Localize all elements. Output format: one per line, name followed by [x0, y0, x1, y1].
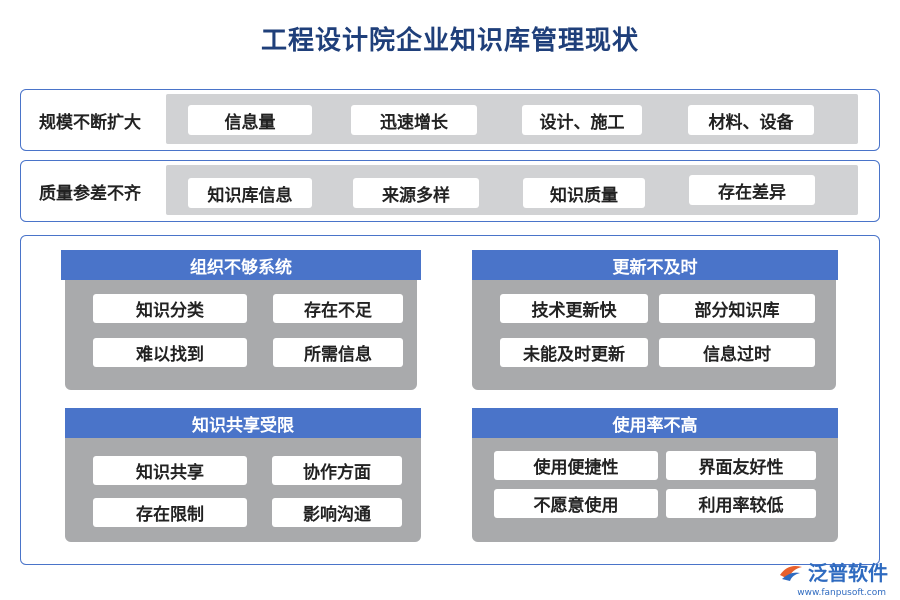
card-item: 界面友好性 [666, 451, 816, 480]
row-quality: 质量参差不齐 知识库信息 来源多样 知识质量 存在差异 [20, 160, 880, 222]
row-item: 来源多样 [353, 178, 479, 208]
row-item: 设计、施工 [522, 105, 642, 135]
brand-name: 泛普软件 [808, 561, 888, 585]
card-item: 利用率较低 [666, 489, 816, 518]
card-item: 知识共享 [93, 456, 247, 485]
card-sharing: 知识共享 协作方面 存在限制 影响沟通 知识共享受限 [65, 408, 421, 544]
card-title: 更新不及时 [472, 250, 838, 280]
card-body: 知识分类 存在不足 难以找到 所需信息 [65, 280, 417, 390]
page-title: 工程设计院企业知识库管理现状 [260, 26, 639, 56]
card-item: 技术更新快 [500, 294, 648, 323]
row-item: 知识质量 [523, 178, 645, 208]
card-item: 影响沟通 [272, 498, 402, 527]
card-item: 不愿意使用 [494, 489, 658, 518]
card-item: 存在不足 [273, 294, 403, 323]
row-items-area: 知识库信息 来源多样 知识质量 存在差异 [166, 165, 858, 215]
row-label: 规模不断扩大 [39, 112, 141, 133]
card-item: 信息过时 [659, 338, 815, 367]
row-item: 材料、设备 [688, 105, 814, 135]
card-usage: 使用便捷性 界面友好性 不愿意使用 利用率较低 使用率不高 [472, 408, 838, 544]
card-item: 协作方面 [272, 456, 402, 485]
card-body: 技术更新快 部分知识库 未能及时更新 信息过时 [472, 280, 836, 390]
card-update: 技术更新快 部分知识库 未能及时更新 信息过时 更新不及时 [472, 250, 838, 392]
card-organization: 知识分类 存在不足 难以找到 所需信息 组织不够系统 [61, 250, 421, 392]
row-label: 质量参差不齐 [39, 183, 141, 204]
card-item: 存在限制 [93, 498, 247, 527]
card-title: 使用率不高 [472, 408, 838, 438]
card-item: 部分知识库 [659, 294, 815, 323]
card-body: 使用便捷性 界面友好性 不愿意使用 利用率较低 [472, 438, 838, 542]
card-body: 知识共享 协作方面 存在限制 影响沟通 [65, 438, 421, 542]
brand-logo-icon [780, 565, 802, 581]
brand-url: www.fanpusoft.com [797, 588, 886, 598]
card-item: 使用便捷性 [494, 451, 658, 480]
card-item: 未能及时更新 [500, 338, 648, 367]
card-item: 知识分类 [93, 294, 247, 323]
card-item: 所需信息 [273, 338, 403, 367]
issues-panel: 知识分类 存在不足 难以找到 所需信息 组织不够系统 技术更新快 部分知识库 未… [20, 235, 880, 565]
row-item: 存在差异 [689, 175, 815, 205]
row-item: 迅速增长 [351, 105, 477, 135]
card-title: 知识共享受限 [65, 408, 421, 438]
row-item: 信息量 [188, 105, 312, 135]
row-item: 知识库信息 [188, 178, 312, 208]
row-items-area: 信息量 迅速增长 设计、施工 材料、设备 [166, 94, 858, 144]
brand-logo: 泛普软件 [778, 557, 888, 586]
card-title: 组织不够系统 [61, 250, 421, 280]
row-scale: 规模不断扩大 信息量 迅速增长 设计、施工 材料、设备 [20, 89, 880, 151]
card-item: 难以找到 [93, 338, 247, 367]
